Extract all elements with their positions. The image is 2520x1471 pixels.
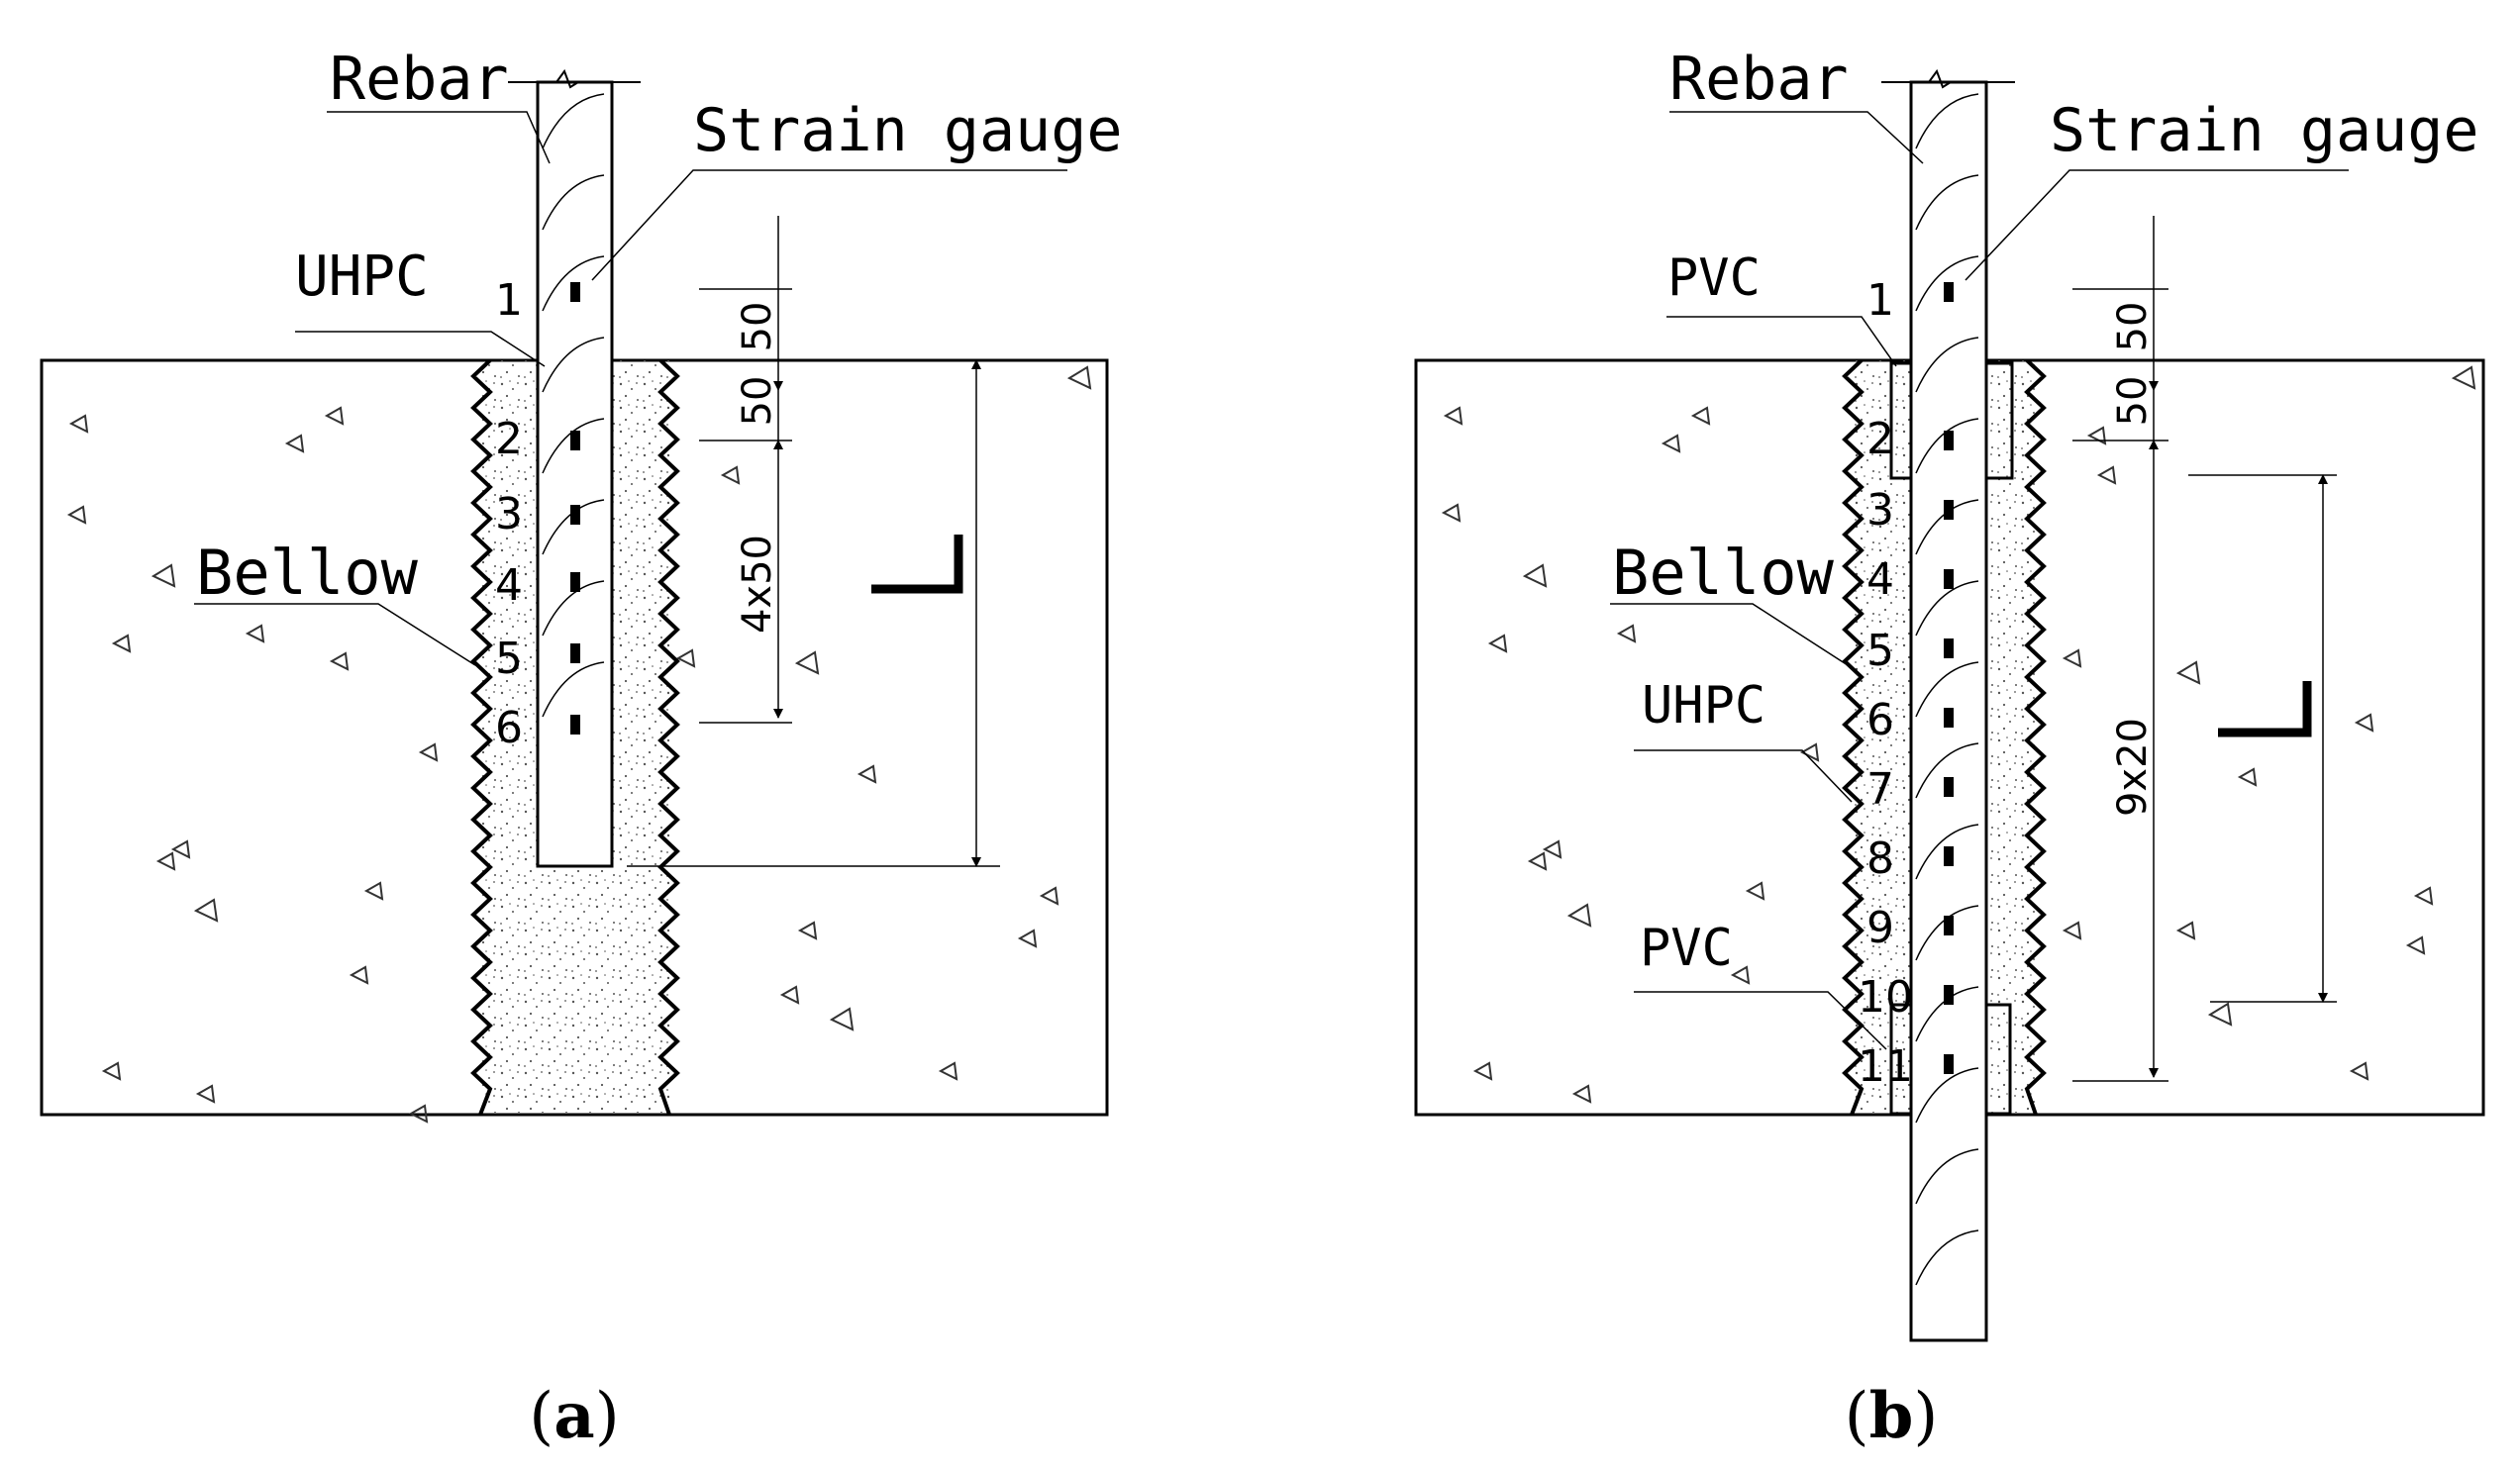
pvc-bottom-label: PVC bbox=[1640, 919, 1733, 978]
gauge-number: 7 bbox=[1866, 764, 1894, 815]
gauge-number: 4 bbox=[495, 560, 523, 611]
pvc-top-label: PVC bbox=[1667, 248, 1761, 308]
labels-b: Rebar Strain gauge PVC Bellow UHPC PVC bbox=[1612, 45, 2478, 978]
rebar-a bbox=[508, 68, 641, 868]
leaders-b bbox=[1610, 111, 2349, 1050]
caption-a: (a) bbox=[529, 1379, 619, 1453]
bellow-a bbox=[470, 358, 680, 1116]
dimension-label: 4x50 bbox=[735, 535, 780, 634]
gauge-number: 8 bbox=[1866, 834, 1894, 884]
gauge-number: 10 bbox=[1858, 972, 1913, 1023]
gauge-number: 5 bbox=[1866, 626, 1894, 676]
gauge-number: 2 bbox=[1866, 414, 1894, 464]
gauge-numbers-a: 1 2 3 4 5 6 bbox=[495, 275, 523, 753]
section-mark-a bbox=[871, 535, 963, 594]
gauge-number: 9 bbox=[1866, 903, 1894, 953]
gauge-number: 2 bbox=[495, 414, 523, 464]
panel-a: 1 2 3 4 5 6 Rebar Strain gauge UHPC Bell… bbox=[40, 45, 1122, 1453]
strain-gauge-label: Strain gauge bbox=[693, 96, 1122, 165]
strain-gauges-a bbox=[570, 282, 580, 735]
gauge-number: 4 bbox=[1866, 554, 1894, 605]
dimension-label: 50 bbox=[735, 302, 780, 352]
rebar-label: Rebar bbox=[330, 45, 509, 114]
bellow-label: Bellow bbox=[1612, 537, 1835, 609]
dimensions-a bbox=[627, 216, 1000, 867]
dimension-texts-b: 50 50 9x20 bbox=[2110, 302, 2156, 817]
bellow-b bbox=[1842, 358, 2047, 1116]
dimensions-b bbox=[2072, 216, 2337, 1082]
panel-b: 1 2 3 4 5 6 7 8 9 10 11 Rebar Strain gau… bbox=[1414, 45, 2485, 1453]
gauge-number: 5 bbox=[495, 634, 523, 684]
dimension-label: 50 bbox=[2110, 302, 2156, 352]
dimension-label: 50 bbox=[2110, 376, 2156, 427]
gauge-number: 1 bbox=[1866, 275, 1894, 326]
gauge-number: 3 bbox=[495, 489, 523, 539]
labels-a: Rebar Strain gauge UHPC Bellow bbox=[196, 45, 1122, 609]
gauge-number: 1 bbox=[495, 275, 523, 326]
gauge-numbers-b: 1 2 3 4 5 6 7 8 9 10 11 bbox=[1858, 275, 1913, 1092]
caption-b: (b) bbox=[1845, 1379, 1939, 1453]
uhpc-label: UHPC bbox=[1642, 676, 1765, 736]
strain-gauges-b bbox=[1944, 282, 1954, 1074]
uhpc-label: UHPC bbox=[295, 245, 429, 309]
dimension-texts-a: 50 50 4x50 bbox=[735, 302, 780, 634]
gauge-number: 6 bbox=[495, 703, 523, 753]
dimension-label: 50 bbox=[735, 376, 780, 427]
dimension-label: 9x20 bbox=[2110, 718, 2156, 817]
section-mark-b bbox=[2218, 681, 2312, 737]
bellow-label: Bellow bbox=[196, 537, 419, 609]
gauge-number: 3 bbox=[1866, 485, 1894, 536]
gauge-number: 6 bbox=[1866, 695, 1894, 745]
leaders-a bbox=[194, 111, 1067, 666]
gauge-number: 11 bbox=[1858, 1041, 1913, 1092]
rebar-label: Rebar bbox=[1669, 45, 1849, 114]
strain-gauge-label: Strain gauge bbox=[2050, 96, 2478, 165]
